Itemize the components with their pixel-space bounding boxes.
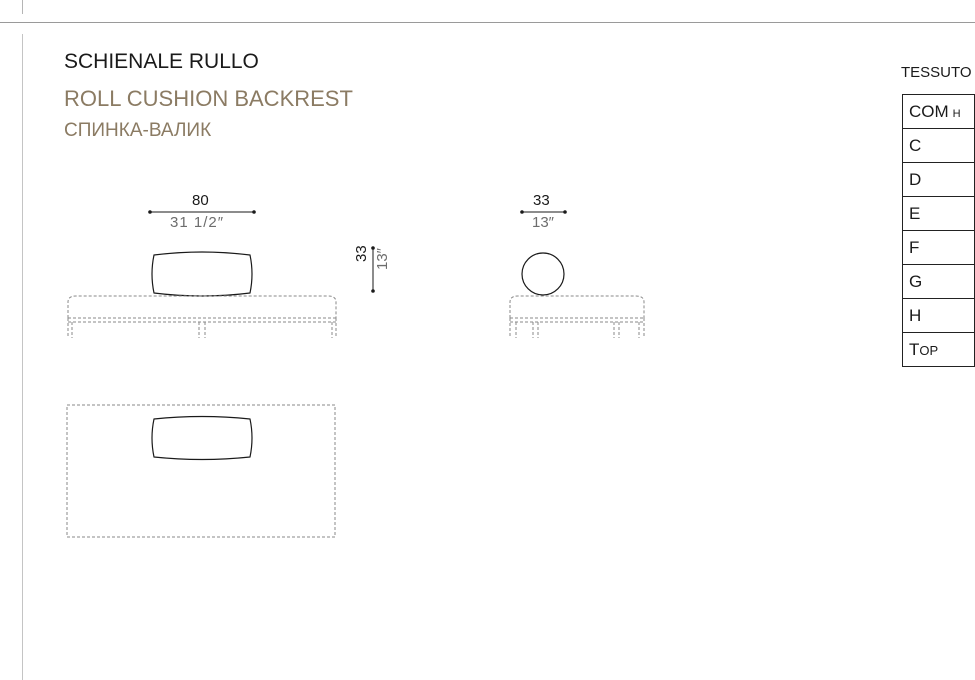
title-italian: SCHIENALE RULLO <box>64 50 259 73</box>
plan-roll-cushion <box>151 415 253 461</box>
fabric-grade-label: F <box>909 237 920 257</box>
fabric-grade-suffix: OP <box>919 342 939 358</box>
side-depth-dimension-line <box>520 210 567 214</box>
fabric-grade-suffix: H <box>952 107 961 120</box>
plan-sofa-outline <box>66 404 336 538</box>
front-width-cm: 80 <box>192 192 209 209</box>
fabric-row: H <box>902 298 975 333</box>
fabric-row: C <box>902 128 975 163</box>
header-rule <box>0 22 975 23</box>
fabric-grade-cell: TOP <box>902 332 975 367</box>
fabric-row: G <box>902 264 975 299</box>
fabric-row: TOP <box>902 332 975 367</box>
front-sofa-base <box>67 295 337 338</box>
margin-line <box>22 34 23 680</box>
height-dimension-line <box>371 246 375 293</box>
fabric-grade-label: COM <box>909 101 949 121</box>
front-roll-cushion <box>151 251 253 297</box>
fabric-grade-cell: G <box>902 264 975 299</box>
fabric-grade-cell: C <box>902 128 975 163</box>
fabric-grade-label: C <box>909 135 922 155</box>
fabric-table-header: TESSUTO <box>901 64 972 81</box>
side-sofa-base <box>509 295 645 338</box>
fabric-grade-label: D <box>909 169 922 189</box>
fabric-row: F <box>902 230 975 265</box>
fabric-grade-label: T <box>909 339 920 359</box>
fabric-grade-cell: D <box>902 162 975 197</box>
front-width-in: 31 1/2″ <box>170 214 225 231</box>
fabric-grade-label: H <box>909 305 922 325</box>
fabric-grade-label: E <box>909 203 921 223</box>
fabric-grade-cell: H <box>902 298 975 333</box>
side-depth-in: 13″ <box>532 214 554 231</box>
fabric-row: D <box>902 162 975 197</box>
fabric-grade-cell: F <box>902 230 975 265</box>
fabric-grade-cell: E <box>902 196 975 231</box>
side-depth-cm: 33 <box>533 192 550 209</box>
top-divider-line <box>22 0 23 14</box>
side-roll-cushion <box>521 252 565 296</box>
fabric-grade-label: G <box>909 271 923 291</box>
fabric-row: E <box>902 196 975 231</box>
front-width-dimension-line <box>148 210 256 214</box>
title-russian: СПИНКА-ВАЛИК <box>64 120 212 141</box>
title-english: ROLL CUSHION BACKREST <box>64 86 353 111</box>
